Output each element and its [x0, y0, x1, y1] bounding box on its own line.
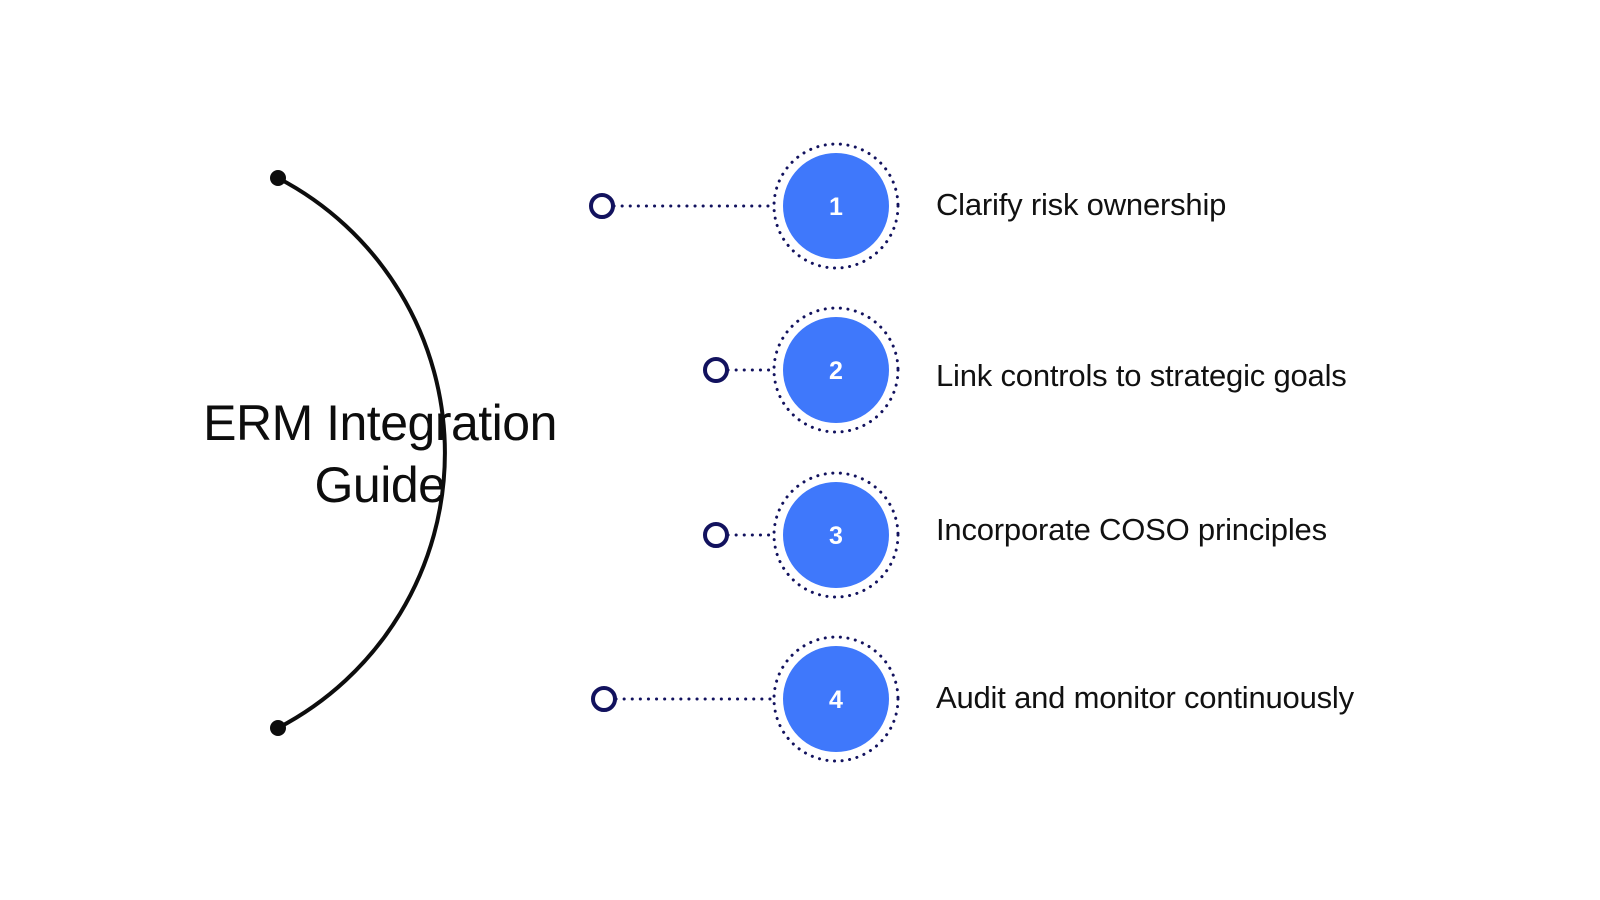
step-4-graphic: 4	[591, 635, 900, 763]
arc-endpoint-bottom	[270, 720, 286, 736]
step-3-graphic: 3	[703, 471, 900, 599]
step-3-label: Incorporate COSO principles	[936, 512, 1327, 547]
step-1-graphic: 1	[589, 142, 900, 270]
step-number: 1	[829, 193, 843, 221]
arc-node	[589, 193, 615, 219]
title-line-1: ERM Integration	[203, 395, 557, 451]
step-4-label: Audit and monitor continuously	[936, 680, 1354, 715]
step-2-graphic: 2	[703, 306, 900, 434]
step-ring-dotted	[772, 471, 900, 599]
step-ring-dotted	[772, 306, 900, 434]
title-line-2: Guide	[314, 457, 446, 513]
step-number: 2	[829, 357, 843, 385]
step-badge	[783, 646, 889, 752]
arc-endpoint-top	[270, 170, 286, 186]
step-ring-dotted	[772, 635, 900, 763]
step-number: 4	[829, 686, 843, 714]
step-badge	[783, 153, 889, 259]
step-1-label: Clarify risk ownership	[936, 187, 1227, 222]
step-badge	[783, 482, 889, 588]
diagram-title: ERM Integration Guide	[150, 392, 610, 516]
step-number: 3	[829, 522, 843, 550]
step-ring-dotted	[772, 142, 900, 270]
step-2-label: Link controls to strategic goals	[936, 358, 1347, 393]
arc-node	[703, 357, 729, 383]
arc-node	[703, 522, 729, 548]
semicircle-arc	[277, 176, 447, 730]
arc-node	[591, 686, 617, 712]
step-badge	[783, 317, 889, 423]
